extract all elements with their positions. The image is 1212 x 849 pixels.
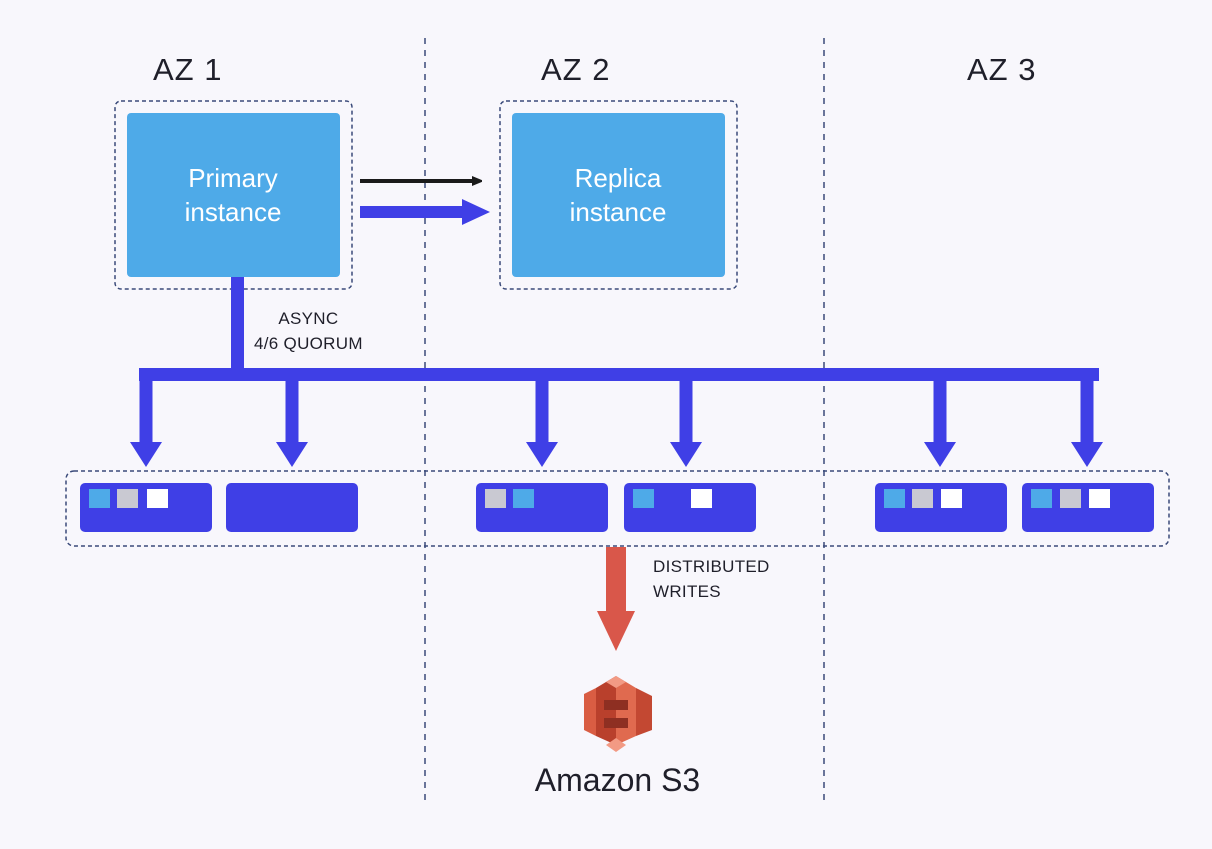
storage-node-3 bbox=[476, 483, 608, 532]
data-block-grey bbox=[485, 489, 506, 508]
fanout-arrow-6 bbox=[1071, 370, 1103, 467]
az-3-label: AZ 3 bbox=[967, 52, 1037, 87]
data-block-blue bbox=[633, 489, 654, 508]
replica-instance-label: Replica instance bbox=[569, 163, 667, 227]
distributed-writes-arrow bbox=[597, 547, 635, 651]
fanout-arrow-3 bbox=[526, 370, 558, 467]
replica-instance-box bbox=[512, 113, 725, 277]
storage-volume-frame bbox=[65, 470, 1170, 547]
quorum-fanout bbox=[130, 277, 1103, 467]
storage-node-2 bbox=[89, 483, 358, 532]
distributed-writes-label: DISTRIBUTED WRITES bbox=[653, 557, 770, 601]
data-block-grey bbox=[912, 489, 933, 508]
az-2-label: AZ 2 bbox=[541, 52, 611, 87]
data-block-blue bbox=[89, 489, 110, 508]
replica-instance-frame bbox=[499, 100, 738, 290]
data-block-white bbox=[147, 489, 168, 508]
data-block-white bbox=[691, 489, 712, 508]
data-block-white bbox=[941, 489, 962, 508]
data-block-grey bbox=[117, 489, 138, 508]
data-block-grey bbox=[1060, 489, 1081, 508]
fanout-arrow-1 bbox=[130, 370, 162, 467]
fanout-arrow-2 bbox=[276, 370, 308, 467]
fanout-arrow-4 bbox=[670, 370, 702, 467]
data-block-blue bbox=[1031, 489, 1052, 508]
fanout-arrow-5 bbox=[924, 370, 956, 467]
data-block-blue bbox=[884, 489, 905, 508]
primary-instance-label: Primary instance bbox=[184, 163, 282, 227]
storage-node-5 bbox=[875, 483, 1007, 532]
s3-label: Amazon S3 bbox=[534, 762, 701, 798]
s3-bucket-icon bbox=[584, 676, 652, 752]
storage-node-4 bbox=[624, 483, 756, 532]
quorum-label: ASYNC 4/6 QUORUM bbox=[254, 309, 363, 353]
data-block-blue bbox=[513, 489, 534, 508]
replication-arrow-data bbox=[360, 199, 490, 225]
az-1-label: AZ 1 bbox=[153, 52, 223, 87]
data-block-white bbox=[1089, 489, 1110, 508]
primary-instance-frame bbox=[114, 100, 353, 290]
storage-node-6 bbox=[1022, 483, 1154, 532]
primary-instance-box bbox=[127, 113, 340, 277]
